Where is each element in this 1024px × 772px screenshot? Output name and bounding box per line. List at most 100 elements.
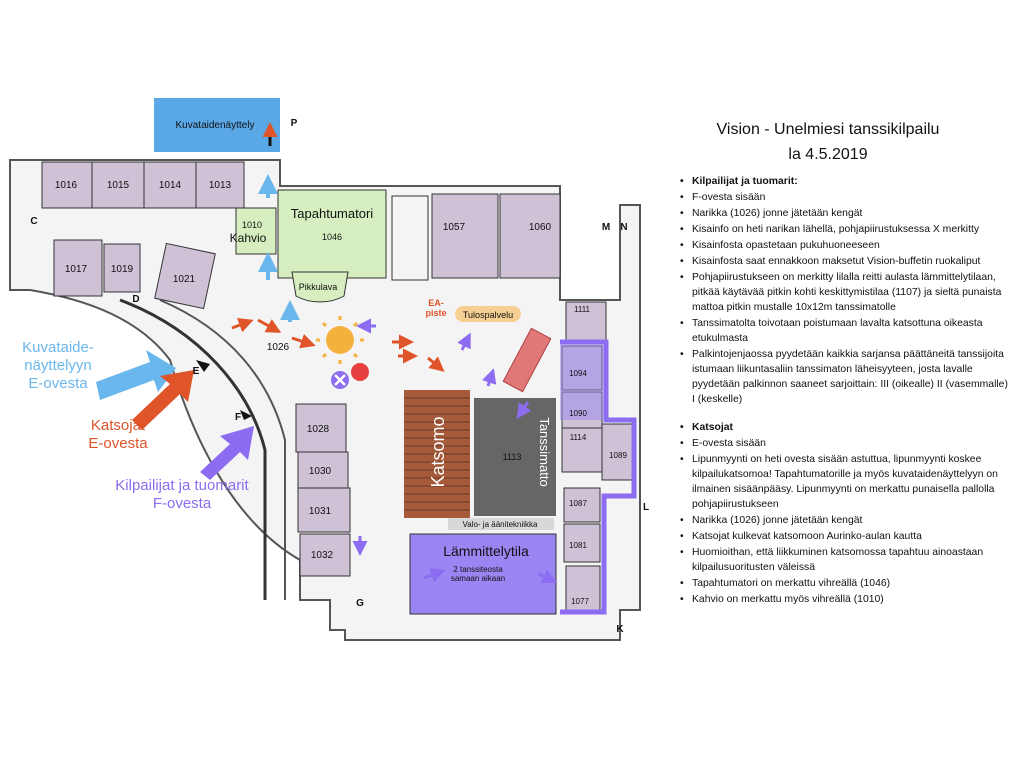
legend-spectators-1: Katsojat: [91, 417, 146, 434]
room-1114: [561, 427, 603, 473]
room-label-1057: 1057: [443, 222, 466, 233]
room-label-1019: 1019: [111, 264, 134, 275]
stand-label: Katsomo: [428, 416, 448, 487]
entrance-f-label: F: [235, 412, 241, 423]
room-label-1021: 1021: [173, 274, 196, 285]
event-square-label: Tapahtumatori: [291, 206, 373, 221]
room-label-1081: 1081: [569, 541, 587, 550]
info-panel: Vision - Unelmiesi tanssikilpailu la 4.5…: [678, 118, 1012, 608]
spectators-list: Katsojat E-ovesta sisään Lipunmyynti on …: [678, 420, 1012, 607]
legend-competitors-1: Kilpailijat ja tuomarit: [115, 477, 249, 494]
legend-exhibition-2: näyttelyyn: [24, 357, 92, 374]
list-item: E-ovesta sisään: [678, 436, 1012, 451]
event-date: la 4.5.2019: [788, 146, 868, 163]
exhibition-big-arrow: [96, 350, 176, 400]
room-1030: [297, 451, 349, 489]
hall-room-label: 1113: [503, 452, 522, 462]
cafe-room-label: 1010: [242, 220, 262, 230]
stand-rows: [404, 397, 470, 511]
exhibition-route-arrows: [258, 174, 300, 322]
dance-floor-label: Tanssimatto: [537, 417, 552, 486]
av-booth-label: Valo- ja äänitekniikka: [462, 520, 538, 529]
room-label-1060: 1060: [529, 222, 552, 233]
results-label: Tulospalvelu: [463, 310, 513, 320]
stair-block: [391, 195, 429, 281]
list-item: Tanssimatolta toivotaan poistumaan laval…: [678, 316, 1012, 346]
room-label-1087: 1087: [569, 499, 587, 508]
entrance-c-label: C: [30, 216, 37, 227]
room-label-1111: 1111: [574, 305, 591, 314]
list-item: Palkintojenjaossa pyydetään kaikkia sarj…: [678, 347, 1012, 407]
list-item: Kahvio on merkattu myös vihreällä (1010): [678, 592, 1012, 607]
room-1016: [41, 161, 93, 209]
room-label-1114: 1114: [570, 433, 587, 442]
av-booth-bar: [448, 518, 554, 530]
room-1081: [563, 523, 601, 563]
entrance-d-label: D: [132, 294, 139, 305]
competitor-route-arrows: [352, 318, 558, 584]
list-item: Tapahtumatori on merkattu vihreällä (104…: [678, 576, 1012, 591]
sun-lobby-icon: [316, 316, 364, 364]
room-label-1017: 1017: [65, 264, 88, 275]
room-label-1032: 1032: [311, 550, 334, 561]
warmup-note-1: 2 tanssiteosta: [453, 565, 503, 574]
results-pill: [455, 306, 521, 322]
list-item: Lipunmyynti on heti ovesta sisään astutt…: [678, 452, 1012, 512]
room-1032: [299, 533, 351, 577]
entrance-k-label: K: [616, 624, 624, 635]
curved-wall-outer: [119, 298, 267, 600]
room-1019: [103, 243, 141, 293]
entrance-e-marker: [196, 360, 210, 372]
room-1013: [195, 161, 245, 209]
room-1031: [297, 487, 351, 533]
room-label-1094: 1094: [569, 369, 587, 378]
list-item: Narikka (1026) jonne jätetään kengät: [678, 513, 1012, 528]
legend-spectators-2: E-ovesta: [88, 435, 148, 452]
cafe-area: [235, 207, 277, 255]
room-1017: [53, 239, 103, 297]
list-item: Kisainfosta opastetaan pukuhuoneeseen: [678, 238, 1012, 253]
entrance-l-label: L: [643, 502, 649, 513]
entrance-n-label: N: [620, 222, 627, 233]
room-1060: [499, 193, 561, 279]
entrance-e-label: E: [193, 366, 200, 377]
curved-corridor: [159, 299, 286, 600]
event-square-room-label: 1046: [322, 232, 342, 242]
list-item: Kisainfo on heti narikan lähellä, pohjap…: [678, 222, 1012, 237]
route-highlight-1107: [560, 344, 604, 420]
exhibition-box: [154, 98, 280, 152]
small-stage-label: Pikkulava: [299, 282, 338, 292]
room-label-1077: 1077: [571, 597, 589, 606]
room-label-1016: 1016: [55, 180, 78, 191]
entrance-m-label: M: [602, 222, 610, 233]
room-label-1015: 1015: [107, 180, 130, 191]
list-item: Narikka (1026) jonne jätetään kengät: [678, 206, 1012, 221]
event-title: Vision - Unelmiesi tanssikilpailu: [716, 121, 940, 138]
room-1089: [601, 423, 637, 481]
spectators-big-arrow: [132, 370, 194, 430]
spectator-route-arrows: [231, 318, 445, 372]
list-item: Huomioithan, että liikkuminen katsomossa…: [678, 545, 1012, 575]
list-item: Kisainfosta saat ennakkoon maksetut Visi…: [678, 254, 1012, 269]
exhibition-label: Kuvataidenäyttely: [176, 120, 255, 131]
room-label-1089: 1089: [609, 451, 627, 460]
competitors-big-arrow: [200, 426, 254, 480]
room-1014: [143, 161, 197, 209]
competitor-route-right: [560, 339, 637, 615]
competitors-heading: Kilpailijat ja tuomarit:: [678, 174, 1012, 189]
event-square: [277, 189, 387, 279]
legend-exhibition-3: E-ovesta: [28, 375, 88, 392]
room-1057: [431, 193, 499, 279]
spectators-heading: Katsojat: [678, 420, 1012, 435]
competitors-list: Kilpailijat ja tuomarit: F-ovesta sisään…: [678, 174, 1012, 407]
legend-competitors-2: F-ovesta: [153, 495, 212, 512]
legend-exhibition-1: Kuvataide-: [22, 339, 94, 356]
dance-hall: [474, 398, 556, 516]
room-label-1090: 1090: [569, 409, 587, 418]
room-label-1014: 1014: [159, 180, 182, 191]
entrance-g-label: G: [356, 598, 364, 609]
room-label-1013: 1013: [209, 180, 232, 191]
cafe-label: Kahvio: [230, 231, 267, 245]
room-label-1031: 1031: [309, 506, 332, 517]
